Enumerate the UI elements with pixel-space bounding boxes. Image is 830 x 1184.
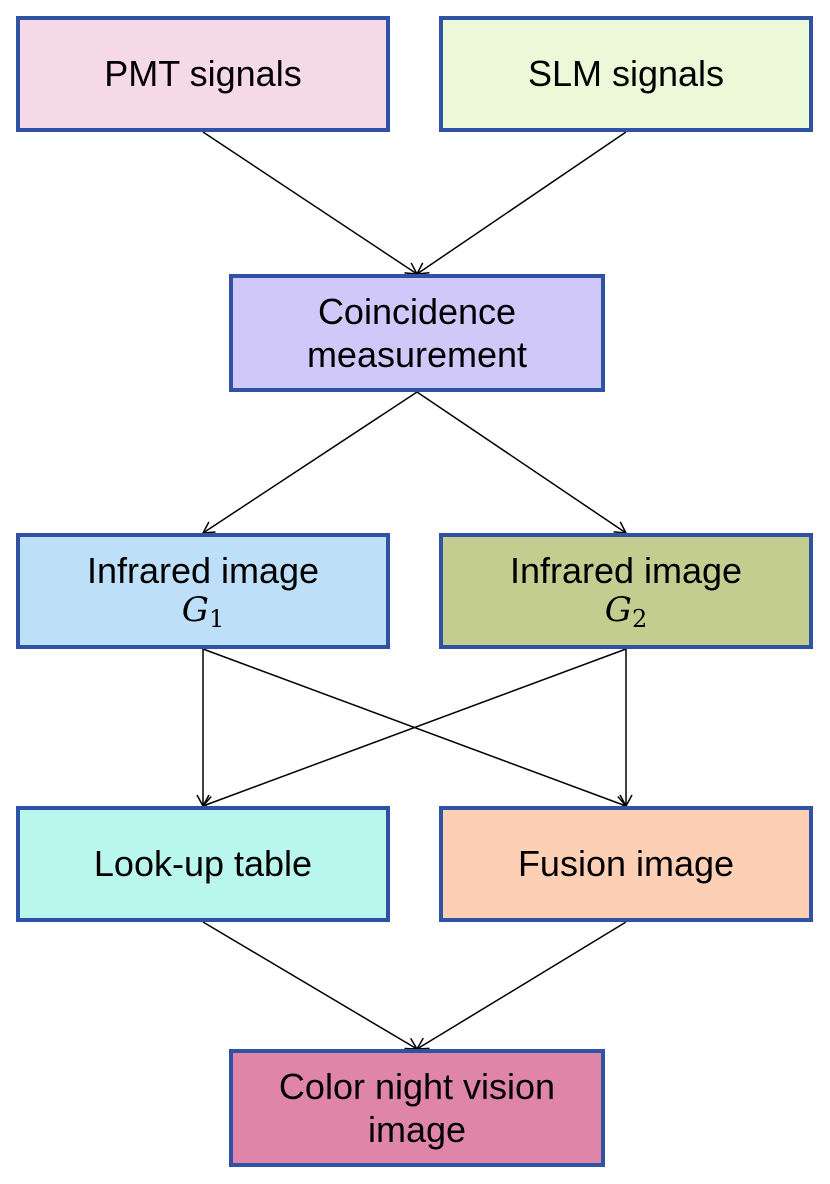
g1-symbol: G1 (181, 590, 225, 634)
infrared-image-g1-label: Infrared image (86, 550, 320, 592)
fusion-image-label: Fusion image (517, 843, 735, 885)
g1-symbol-subscript: 1 (208, 605, 225, 634)
coincidence-label-line2: measurement (306, 334, 528, 375)
coincidence-label-line1: Coincidence (317, 290, 517, 332)
g2-symbol-letter: G (604, 590, 632, 631)
color-night-vision-label-line1: Color night vision (278, 1065, 556, 1107)
infrared-image-g1-box: Infrared image G1 (16, 533, 390, 649)
arrow-pmt-to-coincidence (202, 131, 419, 275)
pmt-signals-box: PMT signals (16, 16, 390, 132)
arrow-lookup-to-color_night (202, 921, 419, 1050)
g1-symbol-letter: G (181, 590, 209, 631)
slm-signals-box: SLM signals (439, 16, 813, 132)
arrow-coincidence-to-infrared1 (201, 391, 418, 534)
g2-symbol: G2 (604, 590, 648, 634)
coincidence-measurement-box: Coincidence measurement (229, 274, 605, 392)
infrared-image-g2-label: Infrared image (509, 550, 743, 592)
arrow-coincidence-to-infrared2 (416, 391, 628, 534)
look-up-table-label: Look-up table (93, 843, 313, 885)
arrow-infrared2-to-lookup (201, 648, 627, 809)
fusion-image-box: Fusion image (439, 806, 813, 922)
g2-symbol-subscript: 2 (631, 605, 648, 634)
look-up-table-box: Look-up table (16, 806, 390, 922)
color-night-vision-label-line2: image (367, 1109, 467, 1150)
pmt-signals-label: PMT signals (104, 53, 302, 95)
slm-signals-label: SLM signals (527, 53, 725, 95)
color-night-vision-image-box: Color night vision image (229, 1049, 605, 1167)
arrow-fusion-to-color_night (415, 921, 627, 1050)
infrared-image-g2-box: Infrared image G2 (439, 533, 813, 649)
arrow-slm-to-coincidence (415, 131, 627, 275)
